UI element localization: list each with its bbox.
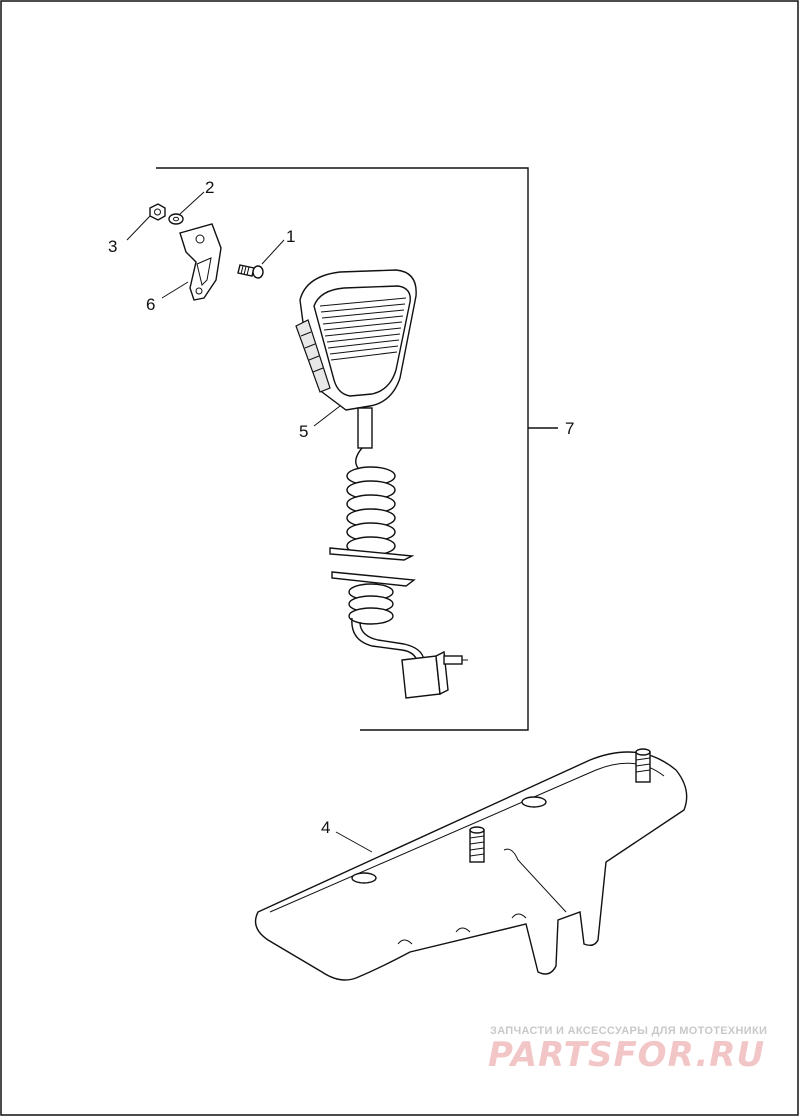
leader-lines <box>126 191 373 853</box>
watermark: ЗАПЧАСТИ И АКСЕССУАРЫ ДЛЯ МОТОТЕХНИКИ PA… <box>488 1025 767 1075</box>
watermark-tagline: ЗАПЧАСТИ И АКСЕССУАРЫ ДЛЯ МОТОТЕХНИКИ <box>490 1025 767 1037</box>
watermark-logo: PARTSFOR.RU <box>488 1035 765 1075</box>
mounting-plate-part <box>254 748 688 981</box>
callout-6: 6 <box>146 295 155 314</box>
screw-part <box>237 264 264 279</box>
nut-part <box>149 203 166 221</box>
callout-3: 3 <box>108 237 117 256</box>
callout-4: 4 <box>321 818 330 837</box>
assembly-bracket <box>156 167 558 731</box>
microphone-part <box>295 269 468 699</box>
callout-2: 2 <box>205 178 214 197</box>
mounting-clip-part <box>179 223 222 301</box>
callout-7: 7 <box>565 419 574 438</box>
callout-5: 5 <box>299 422 308 441</box>
callout-1: 1 <box>286 227 295 246</box>
washer-part <box>168 213 184 225</box>
